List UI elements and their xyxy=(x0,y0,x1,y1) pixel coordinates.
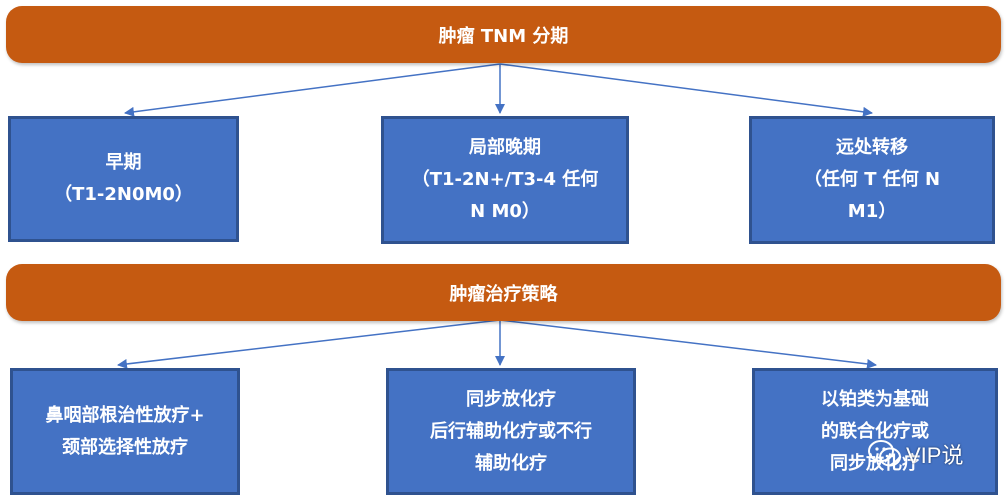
stage-box-early: 早期 （T1-2N0M0） xyxy=(8,116,239,242)
treatment-radiotherapy-line-2: 颈部选择性放疗 xyxy=(62,436,188,458)
stage-locally-advanced-tnm-1: （T1-2N+/T3-4 任何 xyxy=(411,169,599,190)
treatment-box-platinum-chemo: 以铂类为基础 的联合化疗或 同步放化疗 xyxy=(752,368,998,495)
stage-metastasis-tnm-2: M1） xyxy=(847,201,897,222)
arrow-to-radiotherapy xyxy=(117,319,501,369)
arrow-to-metastasis xyxy=(499,63,873,117)
treatment-radiotherapy-line-1: 鼻咽部根治性放疗+ xyxy=(45,404,205,426)
treatment-box-radiotherapy: 鼻咽部根治性放疗+ 颈部选择性放疗 xyxy=(10,368,240,495)
treatment-banner-title: 肿瘤治疗策略 xyxy=(449,283,558,305)
staging-banner-title: 肿瘤 TNM 分期 xyxy=(438,25,569,47)
stage-locally-advanced-name: 局部晚期 xyxy=(469,137,541,158)
treatment-chemoradiotherapy-line-3: 辅助化疗 xyxy=(475,452,547,474)
treatment-chemoradiotherapy-line-2: 后行辅助化疗或不行 xyxy=(430,420,592,442)
treatment-chemoradiotherapy-line-1: 同步放化疗 xyxy=(466,388,556,410)
treatment-platinum-chemo-line-3: 同步放化疗 xyxy=(830,452,920,474)
stage-locally-advanced-tnm-2: N M0） xyxy=(470,201,540,222)
treatment-banner: 肿瘤治疗策略 xyxy=(6,264,1001,321)
stage-box-metastasis: 远处转移 （任何 T 任何 N M1） xyxy=(749,116,995,244)
arrow-to-platinum-chemo xyxy=(499,319,877,369)
stage-metastasis-tnm-1: （任何 T 任何 N xyxy=(803,169,941,190)
stage-early-tnm: （T1-2N0M0） xyxy=(54,184,193,205)
watermark: VIP说 xyxy=(868,438,963,470)
arrow-to-early xyxy=(124,63,501,117)
treatment-platinum-chemo-line-1: 以铂类为基础 xyxy=(821,388,929,410)
treatment-box-chemoradiotherapy: 同步放化疗 后行辅助化疗或不行 辅助化疗 xyxy=(386,368,636,495)
stage-box-locally-advanced: 局部晚期 （T1-2N+/T3-4 任何 N M0） xyxy=(381,116,629,244)
wechat-icon xyxy=(868,440,901,467)
staging-banner: 肿瘤 TNM 分期 xyxy=(6,6,1001,63)
stage-early-name: 早期 xyxy=(105,152,142,173)
watermark-text: VIP说 xyxy=(906,443,964,468)
treatment-platinum-chemo-line-2: 的联合化疗或 xyxy=(821,420,929,442)
stage-metastasis-name: 远处转移 xyxy=(836,137,908,158)
